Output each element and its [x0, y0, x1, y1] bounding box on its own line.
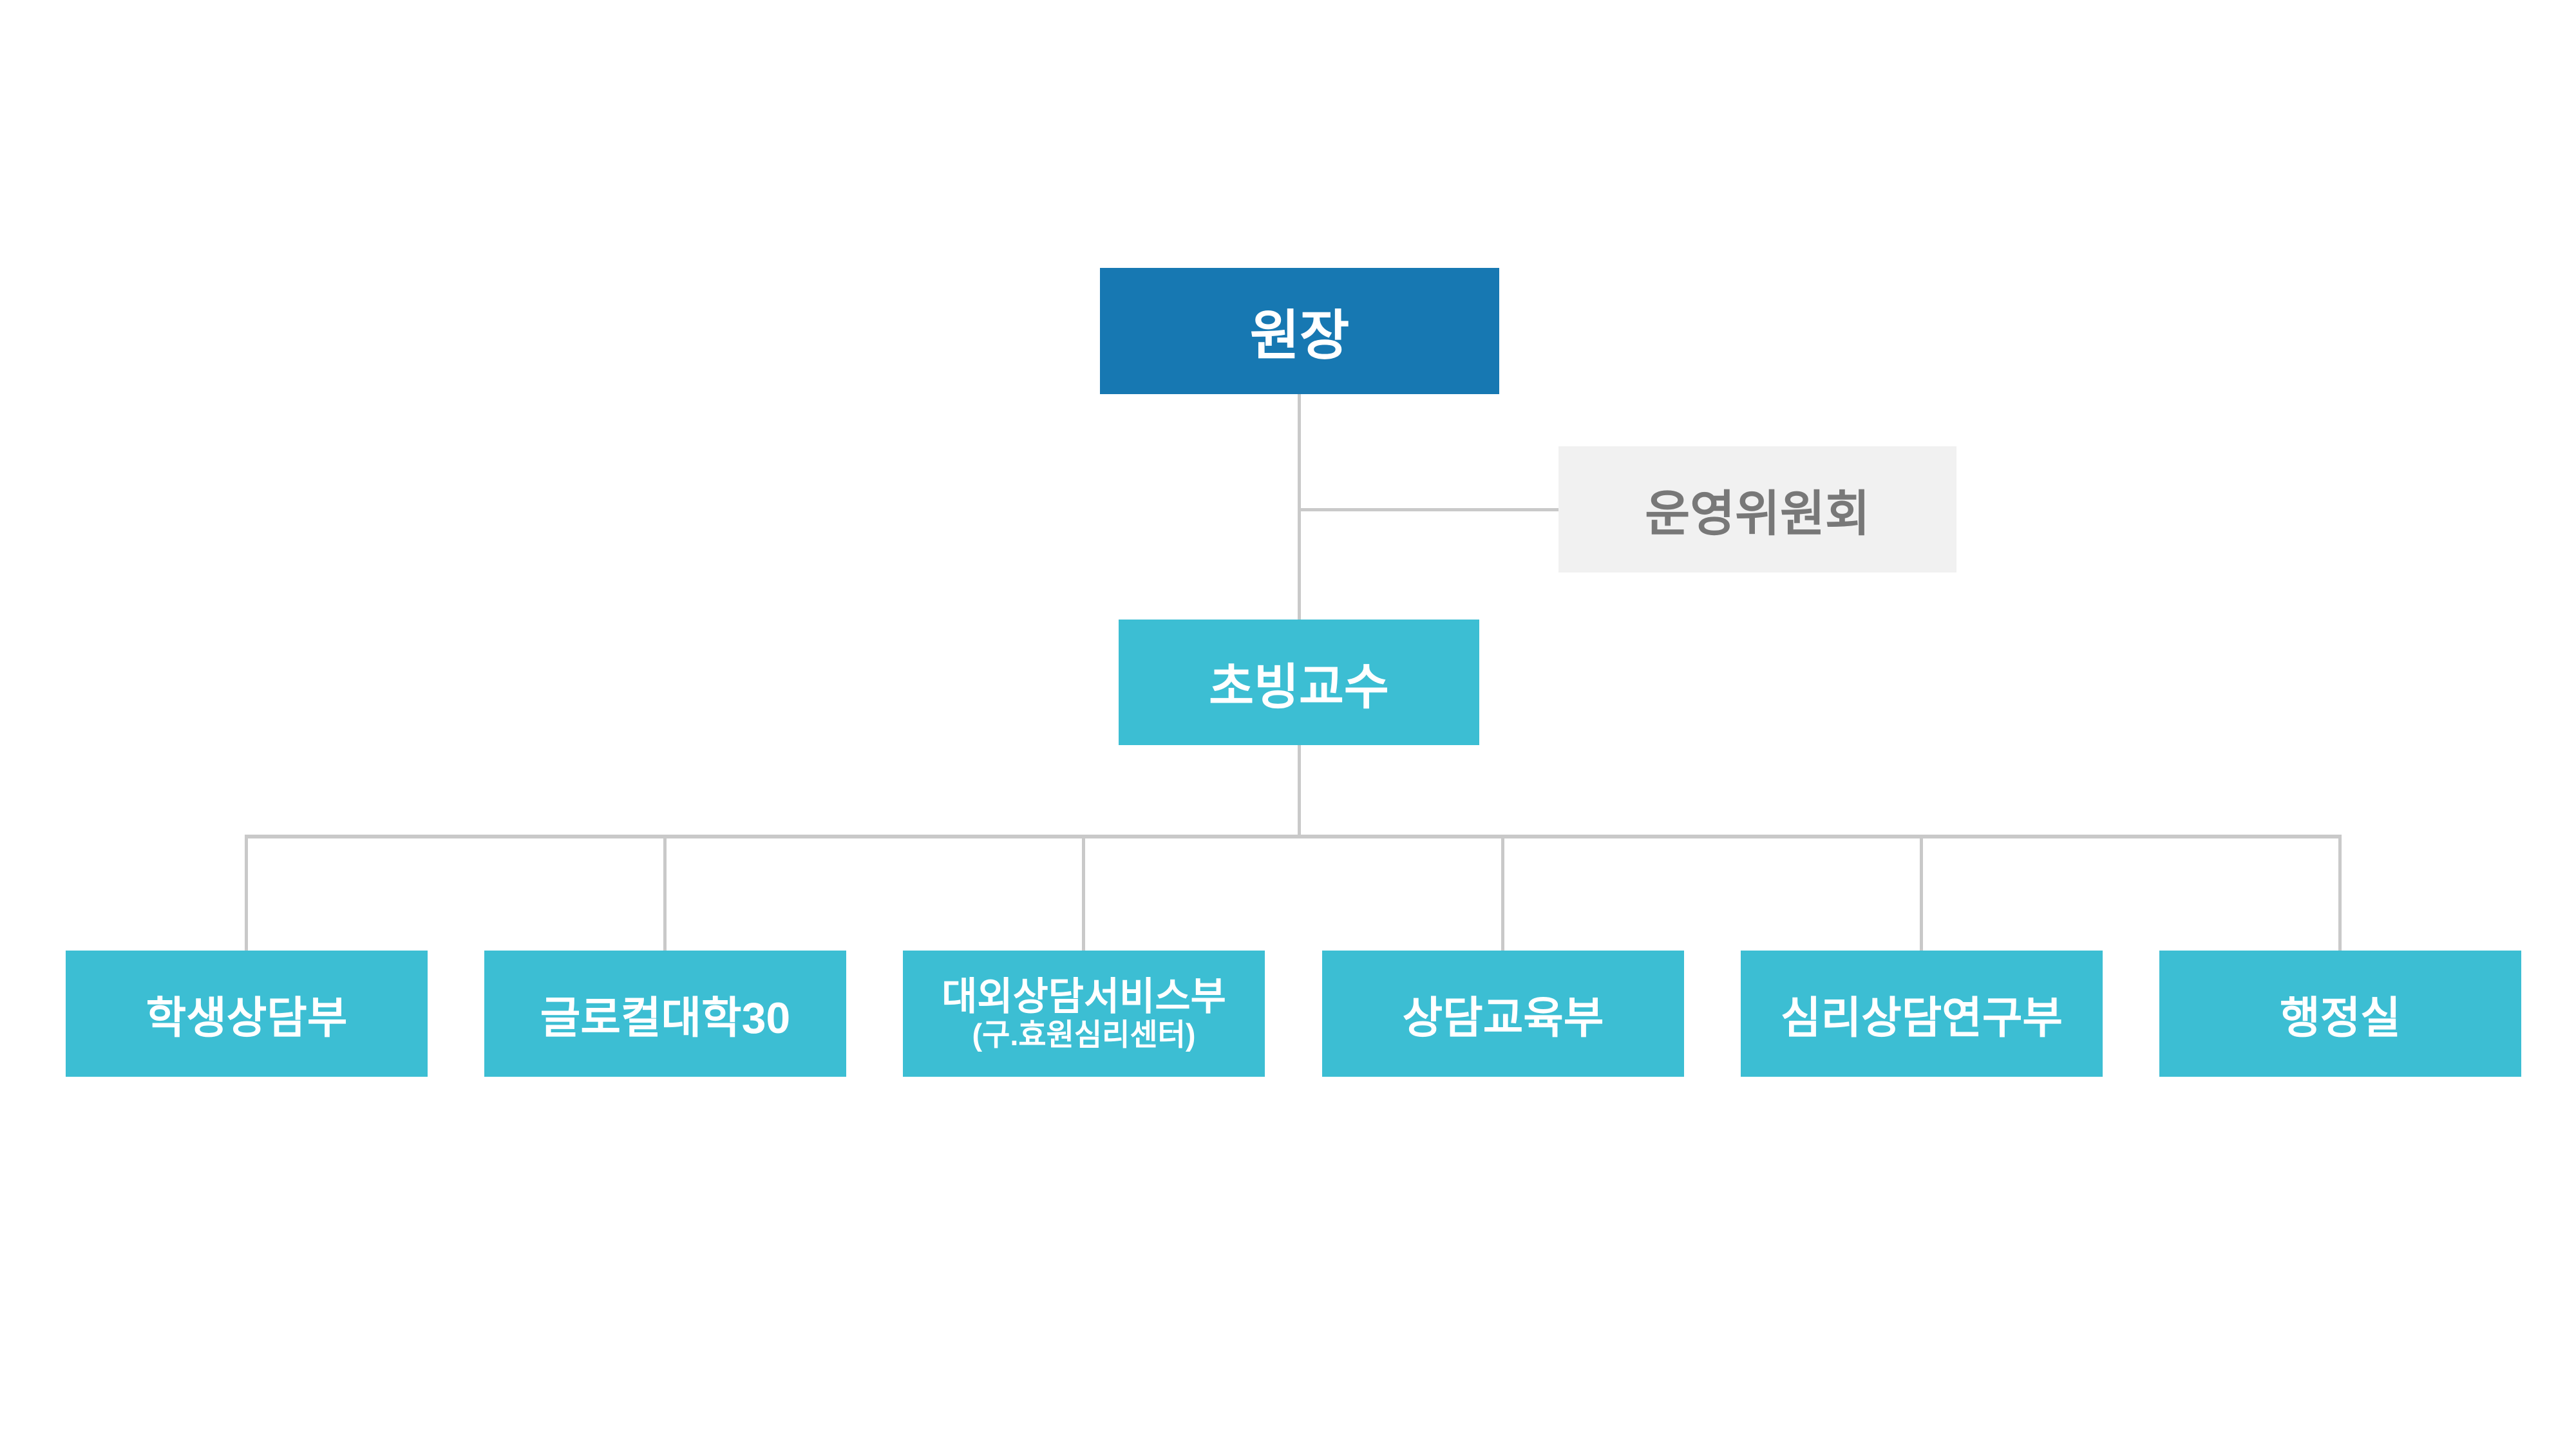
node-dept-label: 행정실 [2280, 993, 2401, 1043]
connector-stub-dept-1 [245, 837, 248, 951]
connector-department-bus [245, 835, 2342, 838]
node-invited-professor: 초빙교수 [1119, 620, 1479, 745]
node-dept-sublabel: (구.효원심리센터) [972, 1018, 1196, 1052]
node-director: 원장 [1100, 268, 1499, 394]
connector-professor-to-bus [1298, 745, 1301, 837]
node-dept-psych-counseling-research: 심리상담연구부 [1741, 951, 2103, 1077]
connector-stub-dept-3 [1082, 837, 1085, 951]
connector-stub-dept-4 [1501, 837, 1504, 951]
connector-committee-branch [1300, 508, 1558, 511]
node-dept-student-counseling: 학생상담부 [66, 951, 428, 1077]
node-invited-professor-label: 초빙교수 [1209, 659, 1389, 715]
node-dept-label: 심리상담연구부 [1781, 993, 2063, 1043]
node-dept-label: 학생상담부 [146, 993, 348, 1043]
node-dept-external-counseling-service: 대외상담서비스부 (구.효원심리센터) [903, 951, 1265, 1077]
node-director-label: 원장 [1249, 305, 1350, 366]
connector-root-to-professor [1298, 394, 1301, 620]
node-dept-counseling-education: 상담교육부 [1322, 951, 1684, 1077]
node-dept-label: 상담교육부 [1402, 993, 1604, 1043]
connector-stub-dept-5 [1920, 837, 1923, 951]
node-steering-committee-label: 운영위원회 [1645, 487, 1870, 542]
connector-stub-dept-2 [663, 837, 667, 951]
node-dept-administration-office: 행정실 [2159, 951, 2521, 1077]
node-steering-committee: 운영위원회 [1558, 446, 1956, 573]
node-dept-label: 글로컬대학30 [540, 993, 791, 1043]
connector-stub-dept-6 [2338, 837, 2342, 951]
node-dept-label: 대외상담서비스부 [942, 975, 1226, 1019]
node-dept-glocal-university-30: 글로컬대학30 [484, 951, 846, 1077]
